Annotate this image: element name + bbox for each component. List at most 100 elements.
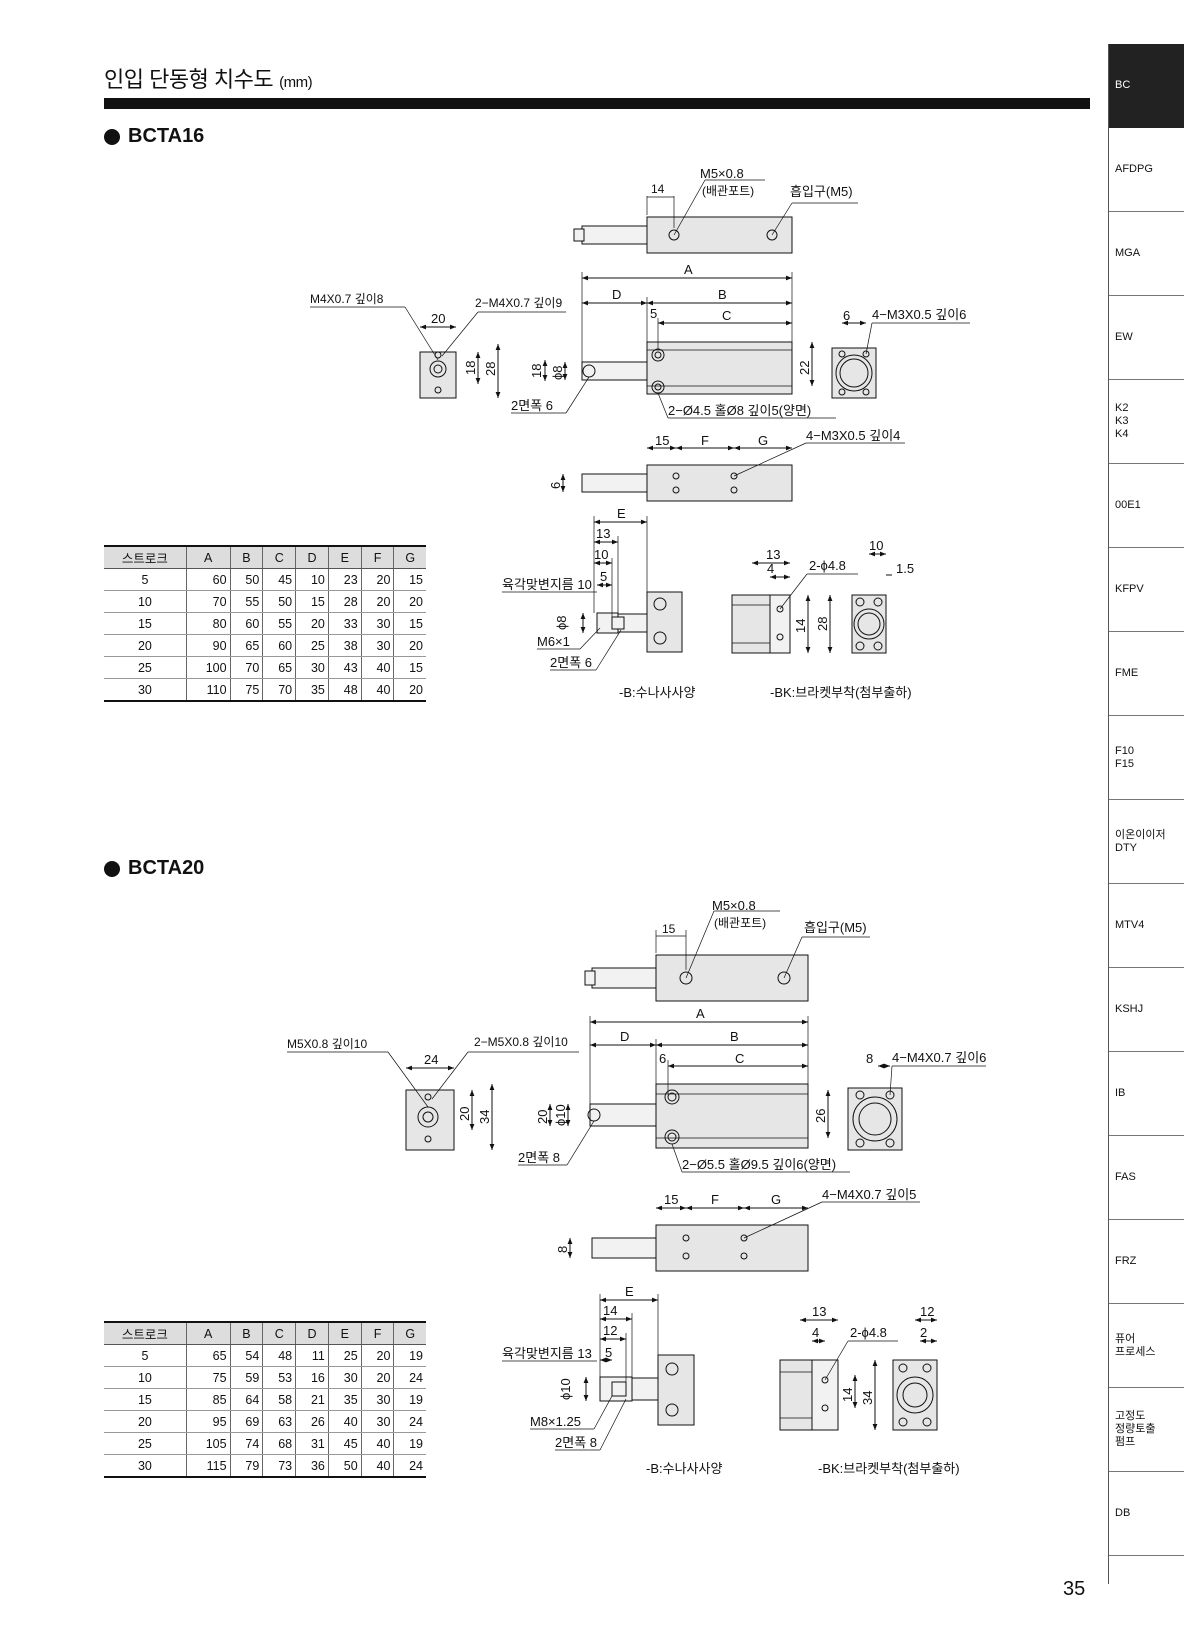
dim-rod-h: 18: [529, 364, 544, 378]
dim-e10: 10: [594, 547, 608, 562]
sidebar-tab-label: FME: [1115, 667, 1139, 679]
label-front-tap: M5X0.8 깊이10: [287, 1037, 367, 1051]
table-header-cell: F: [361, 546, 395, 569]
sidebar-tab[interactable]: 00E1: [1109, 464, 1184, 548]
dim-front-h1: 18: [463, 361, 478, 375]
sidebar-tab[interactable]: KSHJ: [1109, 968, 1184, 1052]
sidebar-tab-label: 펌프: [1115, 1436, 1136, 1448]
section-heading-bcta16: BCTA16: [104, 125, 204, 148]
dim-body-h: 26: [813, 1109, 828, 1123]
sidebar-tab[interactable]: AFDPG: [1109, 128, 1184, 212]
rod-end-detail: E 14 12 5 육각맞변지름 13 ϕ10 M8×1.25 2면폭 8 -B…: [502, 1284, 722, 1476]
table-header-cell: 스트로크: [104, 1322, 187, 1345]
table-header-cell: F: [361, 1322, 395, 1345]
table-cell: 20: [295, 612, 329, 635]
table-cell: 60: [186, 568, 231, 591]
table-cell: 75: [230, 678, 264, 702]
label-port: M5×0.8: [700, 166, 744, 181]
table-cell: 48: [328, 678, 362, 702]
sidebar-tab[interactable]: FME: [1109, 632, 1184, 716]
table-header-cell: 스트로크: [104, 546, 187, 569]
table-cell: 65: [262, 656, 297, 679]
table-cell: 20: [361, 568, 395, 591]
section-name: BCTA16: [128, 125, 205, 147]
table-cell: 30: [361, 1410, 395, 1433]
table-cell: 20: [393, 634, 426, 657]
table-cell: 30: [295, 656, 329, 679]
dim-F: F: [701, 433, 709, 448]
table-header-cell: B: [230, 546, 264, 569]
sidebar-tab-label: 정량토출: [1115, 1423, 1156, 1435]
table-cell: 25: [295, 634, 329, 657]
sidebar-tab-label: IB: [1115, 1087, 1126, 1099]
sidebar-tab[interactable]: EW: [1109, 296, 1184, 380]
table-cell: 60: [230, 612, 264, 635]
table-cell: 58: [262, 1388, 297, 1411]
table-cell: 50: [262, 590, 297, 613]
sidebar-tab-label: F10: [1115, 744, 1134, 757]
dim-B: B: [718, 287, 727, 302]
dim-B: B: [730, 1029, 739, 1044]
sidebar-tab[interactable]: KFPV: [1109, 548, 1184, 632]
table-cell: 75: [186, 1366, 231, 1389]
dim-bk14: 14: [793, 619, 808, 633]
label-bottom-tap: 4−M3X0.5 깊이4: [806, 428, 900, 443]
table-cell: 65: [230, 634, 264, 657]
table-cell: 15: [295, 590, 329, 613]
label-breather: 흡입구(M5): [804, 920, 867, 935]
dim-bottom-h: 8: [555, 1246, 570, 1253]
label-port-sub: (배관포트): [702, 184, 754, 198]
caption-bk: -BK:브라켓부착(첨부출하): [770, 685, 912, 700]
dim-rod-d2: ϕ10: [558, 1378, 573, 1400]
table-cell: 64: [230, 1388, 264, 1411]
table-cell: 68: [262, 1432, 297, 1455]
table-cell: 19: [393, 1432, 426, 1455]
bottom-view: 15 F G 4−M3X0.5 깊이4 6: [548, 428, 905, 502]
dim-E: E: [617, 506, 626, 521]
label-flat: 2면폭 8: [518, 1150, 560, 1165]
table-cell: 15: [393, 612, 426, 635]
sidebar-tab[interactable]: MTV4: [1109, 884, 1184, 968]
sidebar-tab[interactable]: BC: [1109, 44, 1184, 128]
sidebar-tab-label: 퓨어: [1115, 1332, 1136, 1345]
table-cell: 60: [262, 634, 297, 657]
table-cell: 20: [393, 590, 426, 613]
sidebar-tab[interactable]: FRZ: [1109, 1220, 1184, 1304]
dim-D: D: [612, 287, 621, 302]
sidebar-tab[interactable]: MGA: [1109, 212, 1184, 296]
page-number: 35: [1063, 1578, 1086, 1600]
label-front-tap2: 2−M5X0.8 깊이10: [474, 1035, 568, 1049]
dim-bottom-15: 15: [655, 433, 669, 448]
dim-rear: 8: [866, 1051, 873, 1066]
label-front-tap2: 2−M4X0.7 깊이9: [475, 296, 562, 310]
table-cell: 30: [104, 678, 187, 702]
table-cell: 40: [328, 1410, 362, 1433]
table-header-cell: A: [186, 1322, 231, 1345]
table-cell: 69: [230, 1410, 264, 1433]
dim-front-width: 24: [424, 1052, 438, 1067]
sidebar-tab[interactable]: IB: [1109, 1052, 1184, 1136]
sidebar-tab-label: FAS: [1115, 1171, 1136, 1183]
table-cell: 40: [361, 678, 395, 702]
table-cell: 20: [361, 590, 395, 613]
label-flat2: 2면폭 6: [550, 655, 592, 670]
table-cell: 24: [393, 1410, 426, 1433]
sidebar-tab[interactable]: FAS: [1109, 1136, 1184, 1220]
label-rear-tap: 4−M4X0.7 깊이6: [892, 1050, 986, 1065]
label-hex: 육각맞변지름 10: [502, 577, 592, 592]
table-cell: 30: [361, 634, 395, 657]
sidebar-tab[interactable]: DB: [1109, 1472, 1184, 1556]
page-title: 인입 단동형 치수도(mm): [104, 62, 313, 94]
bullet-icon: [104, 128, 120, 145]
